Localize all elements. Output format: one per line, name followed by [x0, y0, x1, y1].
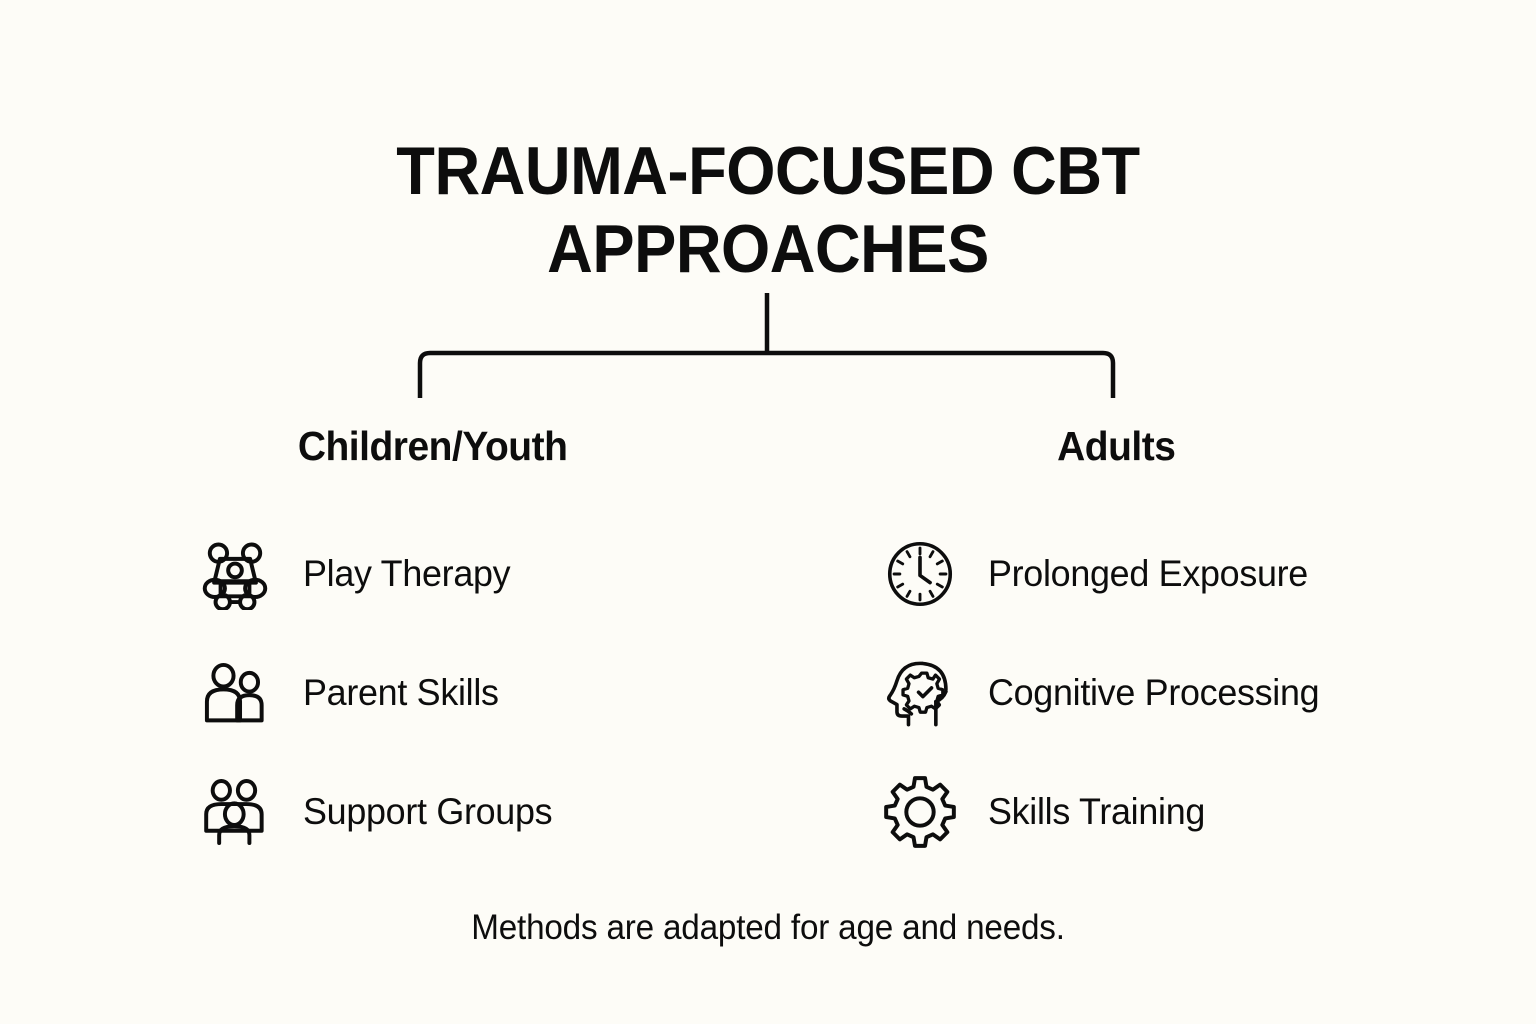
- list-item[interactable]: Cognitive Processing: [850, 633, 1470, 752]
- list-item[interactable]: Skills Training: [850, 752, 1470, 871]
- head-with-gear-icon: [880, 653, 960, 733]
- list-item-label: Cognitive Processing: [988, 671, 1320, 713]
- column-children-youth: Children/Youth: [150, 423, 720, 845]
- item-list-adults: Prolonged Exposure Cognitive Processing: [850, 514, 1470, 871]
- list-item-label: Prolonged Exposure: [988, 552, 1308, 594]
- parent-and-child-icon: [195, 653, 275, 733]
- group-of-people-icon: [195, 772, 275, 852]
- list-item-label: Skills Training: [988, 790, 1206, 832]
- list-item-label: Play Therapy: [303, 552, 511, 594]
- tree-connector: [417, 293, 1116, 398]
- list-item[interactable]: Parent Skills: [150, 633, 720, 752]
- list-item-label: Parent Skills: [303, 671, 499, 713]
- list-item[interactable]: Prolonged Exposure: [850, 514, 1470, 633]
- page-title: TRAUMA-FOCUSED CBT APPROACHES: [396, 132, 1140, 287]
- clock-icon: [880, 534, 960, 614]
- list-item[interactable]: Play Therapy: [150, 514, 720, 633]
- footer-note: Methods are adapted for age and needs.: [471, 908, 1065, 947]
- teddy-bear-icon: [195, 534, 275, 614]
- gear-icon: [880, 772, 960, 852]
- column-adults: Adults: [850, 423, 1470, 848]
- list-item[interactable]: Support Groups: [150, 752, 720, 871]
- list-item-label: Support Groups: [303, 790, 553, 832]
- item-list-children-youth: Play Therapy Parent Skills: [150, 514, 720, 871]
- column-heading-adults: Adults: [1057, 423, 1176, 469]
- column-heading-children-youth: Children/Youth: [297, 423, 568, 469]
